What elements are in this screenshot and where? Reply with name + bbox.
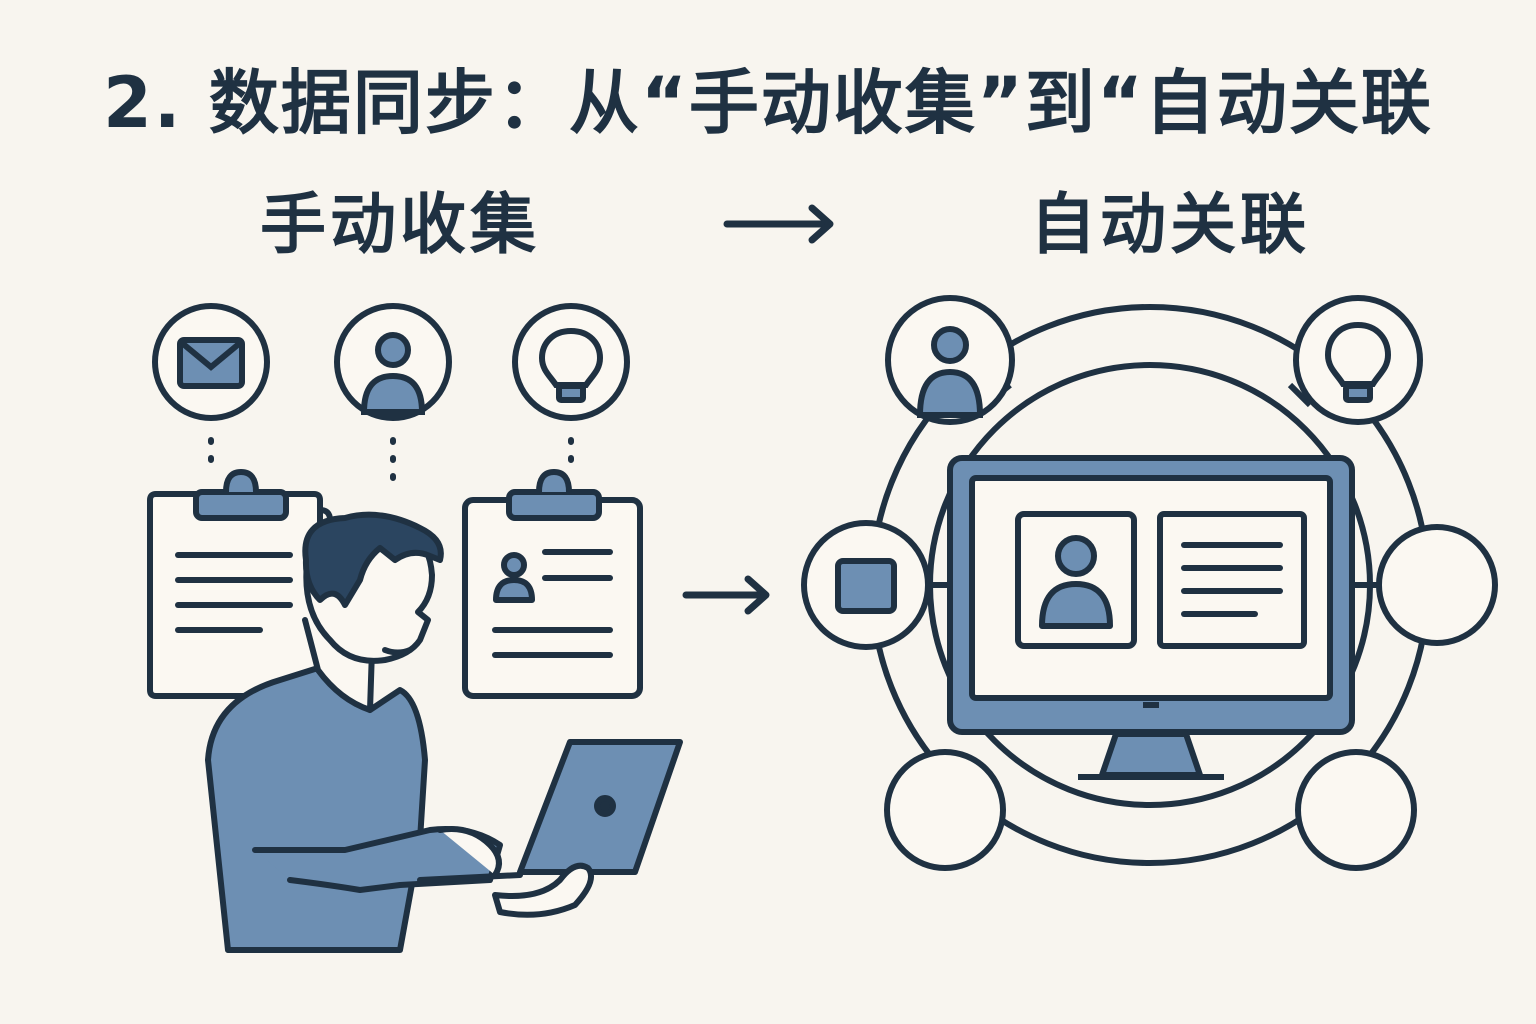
clipboard-document: [147, 469, 333, 699]
square-node-icon: [801, 520, 931, 650]
middle-arrow-icon: [682, 575, 770, 615]
person-node-icon: [885, 295, 1015, 425]
empty-node-bottom-right: [1295, 749, 1417, 871]
lightbulb-node-icon: [1293, 295, 1423, 425]
manual-icons: [152, 303, 630, 421]
clipboard-profile: [462, 469, 643, 699]
empty-node-right: [1376, 524, 1498, 646]
auto-linking-heading: 自动关联: [1030, 186, 1310, 263]
network-nodes: [801, 295, 1498, 871]
top-arrow-icon: [723, 204, 834, 244]
person-icon: [334, 303, 452, 421]
envelope-icon: [152, 303, 270, 421]
person-with-laptop: [205, 511, 683, 953]
dotted-connectors: [208, 437, 574, 491]
manual-collection-heading: 手动收集: [260, 186, 540, 263]
lightbulb-icon: [512, 303, 630, 421]
page-title: 2. 数据同步：从“手动收集”到“自动关联: [103, 62, 1433, 144]
empty-node-bottom-left: [884, 749, 1006, 871]
monitor-icon: [947, 455, 1355, 780]
